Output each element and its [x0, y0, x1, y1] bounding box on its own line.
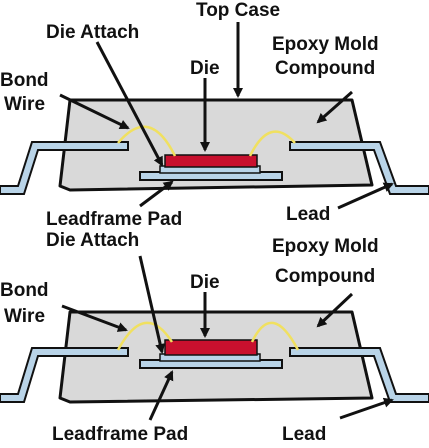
package-diagram-bottom: Die Attach Die Epoxy Mold Compound Bond …: [0, 230, 429, 445]
right-lead: [289, 141, 429, 195]
label-lead: Lead: [282, 424, 326, 445]
arrow-die-attach: [138, 255, 166, 354]
label-top-case: Top Case: [196, 0, 280, 21]
label-epoxy-line2: Compound: [275, 58, 375, 79]
right-lead: [289, 347, 429, 403]
label-epoxy-line1: Epoxy Mold: [272, 236, 379, 257]
label-bond-line2: Wire: [4, 94, 45, 115]
label-epoxy-line1: Epoxy Mold: [272, 34, 379, 55]
die: [164, 339, 258, 356]
label-leadframe-pad: Leadframe Pad: [46, 209, 182, 230]
arrow-lead: [337, 182, 394, 210]
die: [164, 154, 258, 168]
left-lead: [0, 347, 129, 403]
arrow-leadframe-pad: [148, 370, 174, 421]
arrow-die-attach: [95, 41, 164, 167]
bond-wire-right: [248, 130, 296, 157]
bond-wire-left: [117, 125, 177, 157]
bond-wire-right: [250, 321, 300, 351]
arrow-epoxy: [316, 292, 354, 328]
label-die: Die: [190, 58, 220, 79]
bond-wire-left: [116, 321, 174, 351]
label-bond-line1: Bond: [0, 280, 49, 301]
label-die-attach: Die Attach: [46, 230, 139, 251]
arrow-bond-wire: [61, 304, 128, 332]
label-epoxy-line2: Compound: [275, 266, 375, 287]
label-lead: Lead: [286, 204, 330, 225]
label-leadframe-pad: Leadframe Pad: [52, 424, 188, 445]
arrow-lead: [339, 397, 394, 420]
label-die: Die: [190, 272, 220, 293]
label-bond-line2: Wire: [4, 306, 45, 327]
arrow-epoxy: [316, 90, 353, 124]
label-bond-line1: Bond: [0, 70, 49, 91]
left-lead: [0, 141, 129, 195]
label-die-attach: Die Attach: [46, 22, 139, 43]
arrow-leadframe-pad: [139, 180, 174, 208]
arrow-bond-wire: [59, 93, 130, 130]
package-diagram-top: Top Case Die Attach Die Epoxy Mold Compo…: [0, 0, 429, 230]
